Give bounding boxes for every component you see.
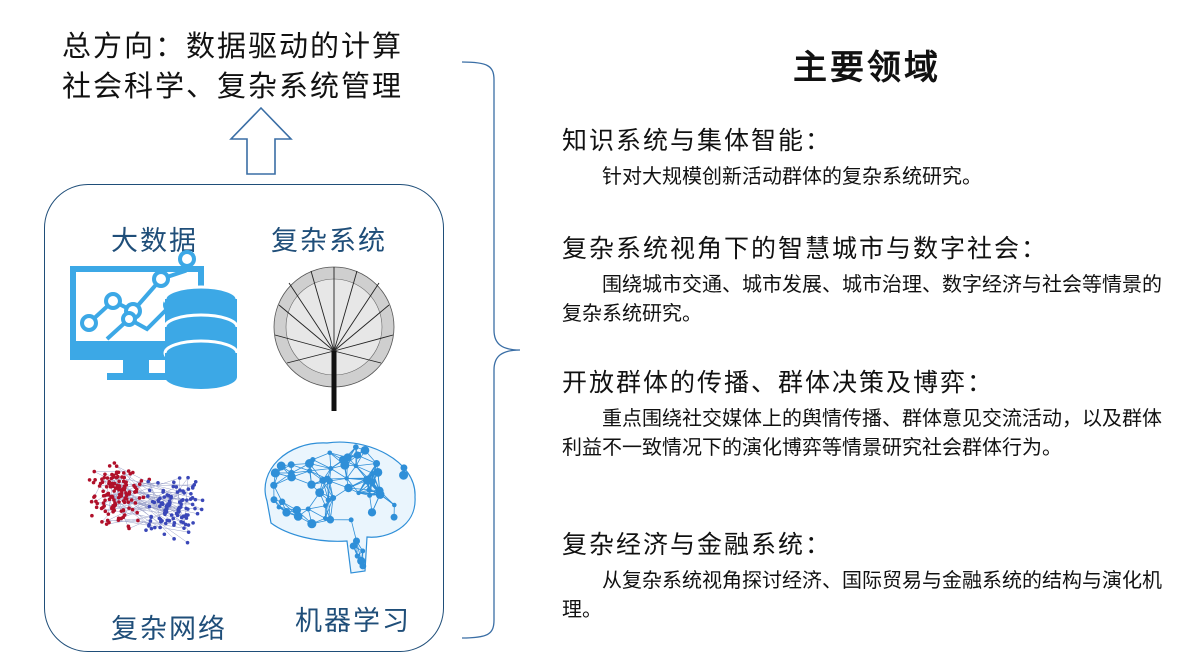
brain-network-icon (264, 441, 416, 574)
area-description: 重点围绕社交媒体上的舆情传播、群体意见交流活动，以及群体利益不一致情况下的演化博… (562, 406, 1162, 459)
area-item: 知识系统与集体智能： 针对大规模创新活动群体的复杂系统研究。 (562, 124, 1172, 191)
up-arrow-icon (229, 106, 293, 175)
direction-line-2: 社会科学、复杂系统管理 (62, 69, 404, 103)
area-item: 复杂经济与金融系统： 从复杂系统视角探讨经济、国际贸易与金融系统的结构与演化机理… (562, 528, 1172, 624)
methods-panel: 大数据 复杂系统 复杂网络 机器学习 (44, 184, 444, 652)
area-title: 复杂系统视角下的智慧城市与数字社会： (562, 234, 1049, 263)
label-complex-networks: 复杂网络 (111, 614, 227, 645)
areas-heading: 主要领域 (793, 48, 941, 88)
network-graph-icon (87, 461, 205, 545)
area-description: 针对大规模创新活动群体的复杂系统研究。 (602, 164, 982, 188)
label-complex-systems: 复杂系统 (271, 226, 387, 257)
area-title: 复杂经济与金融系统： (562, 530, 833, 559)
area-title: 知识系统与集体智能： (562, 126, 833, 155)
fractal-tree-icon (273, 266, 395, 411)
area-item: 复杂系统视角下的智慧城市与数字社会： 围绕城市交通、城市发展、城市治理、数字经济… (562, 232, 1172, 328)
right-brace (461, 61, 521, 639)
big-data-monitor-database-icon (70, 250, 239, 389)
area-item: 开放群体的传播、群体决策及博弈： 重点围绕社交媒体上的舆情传播、群体意见交流活动… (562, 366, 1172, 462)
overall-direction: 总方向：数据驱动的计算 社会科学、复杂系统管理 (62, 26, 442, 106)
area-description: 围绕城市交通、城市发展、城市治理、数字经济与社会等情景的复杂系统研究。 (562, 272, 1162, 325)
label-machine-learning: 机器学习 (295, 606, 411, 637)
area-title: 开放群体的传播、群体决策及博弈： (562, 368, 995, 397)
area-description: 从复杂系统视角探讨经济、国际贸易与金融系统的结构与演化机理。 (562, 568, 1162, 621)
direction-line-1: 总方向：数据驱动的计算 (62, 29, 404, 63)
